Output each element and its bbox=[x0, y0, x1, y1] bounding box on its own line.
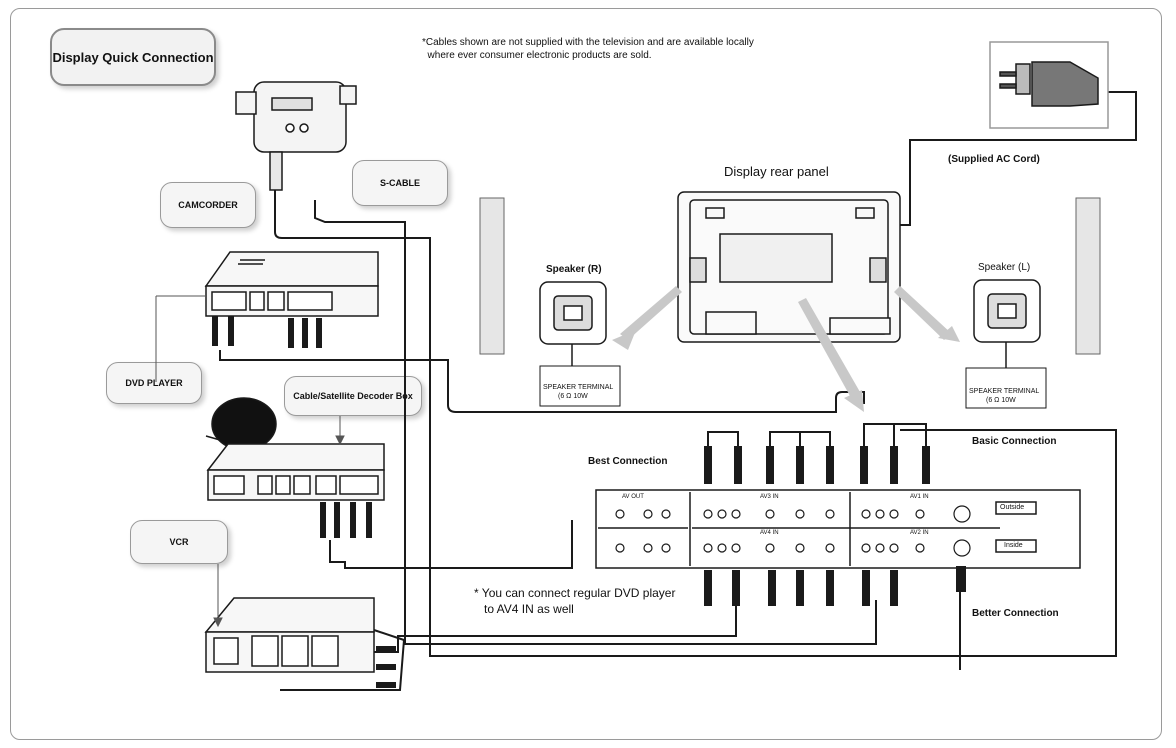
plugs-below-panel bbox=[704, 566, 966, 606]
vcr-rca-cable bbox=[280, 629, 406, 691]
panel-av3-in: AV3 IN bbox=[760, 494, 779, 500]
decoder-box-label: Cable/Satellite Decoder Box bbox=[284, 376, 422, 416]
speaker-l-terminal-line2: (6 Ω 10W bbox=[986, 397, 1016, 404]
decoder-box-device bbox=[206, 443, 385, 501]
vcr-device bbox=[204, 597, 375, 673]
display-rear-panel-label: Display rear panel bbox=[724, 164, 829, 179]
panel-av-out: AV OUT bbox=[622, 494, 644, 500]
component-plugs-top bbox=[704, 446, 930, 484]
better-connection-label: Better Connection bbox=[972, 608, 1059, 619]
dvd-rca-plugs bbox=[212, 316, 322, 348]
display-rear-panel-drawing bbox=[677, 191, 901, 343]
panel-jacks bbox=[615, 505, 971, 557]
camcorder-device bbox=[235, 81, 357, 191]
panel-inside: Inside bbox=[1004, 542, 1023, 549]
speaker-l-terminal-line1: SPEAKER TERMINAL bbox=[969, 388, 1040, 395]
panel-av2-in: AV2 IN bbox=[910, 530, 929, 536]
camcorder-label: CAMCORDER bbox=[160, 182, 256, 228]
ac-plug bbox=[989, 41, 1109, 129]
diagram-title: Display Quick Connection bbox=[50, 28, 216, 86]
basic-connection-label: Basic Connection bbox=[972, 436, 1057, 447]
speaker-r-label: Speaker (R) bbox=[546, 264, 602, 275]
best-connection-label: Best Connection bbox=[588, 456, 668, 467]
decoder-cable bbox=[329, 520, 573, 569]
dvd-player-label: DVD PLAYER bbox=[106, 362, 202, 404]
panel-av4-in: AV4 IN bbox=[760, 530, 779, 536]
vcr-label: VCR bbox=[130, 520, 228, 564]
projection-arrows bbox=[612, 286, 960, 412]
basic-connection-cable bbox=[274, 190, 1117, 657]
cables-note: *Cables shown are not supplied with the … bbox=[422, 37, 754, 61]
dvd-component-cable bbox=[219, 350, 865, 413]
panel-outside: Outside bbox=[1000, 504, 1025, 511]
speaker-l-bar bbox=[1075, 197, 1101, 355]
speaker-r-terminal-line2: (6 Ω 10W bbox=[558, 393, 588, 400]
vcr-rca-plugs bbox=[376, 646, 396, 688]
s-cable-label: S-CABLE bbox=[352, 160, 448, 206]
dvd-note-line1: * You can connect regular DVD player bbox=[474, 586, 676, 600]
panel-av1-in: AV1 IN bbox=[910, 494, 929, 500]
speaker-l-terminal bbox=[973, 279, 1041, 368]
speaker-r-bar bbox=[479, 197, 505, 355]
ac-cord-label: (Supplied AC Cord) bbox=[948, 154, 1040, 165]
dvd-note-line2: to AV4 IN as well bbox=[484, 602, 574, 616]
speaker-r-terminal-line1: SPEAKER TERMINAL bbox=[543, 384, 614, 391]
s-cable-wire bbox=[314, 200, 877, 645]
speaker-l-label: Speaker (L) bbox=[978, 262, 1031, 273]
speaker-r-terminal bbox=[539, 281, 607, 366]
dvd-player-device bbox=[204, 251, 379, 317]
decoder-rca-plugs bbox=[320, 502, 372, 538]
input-jack-panel bbox=[595, 489, 1081, 569]
